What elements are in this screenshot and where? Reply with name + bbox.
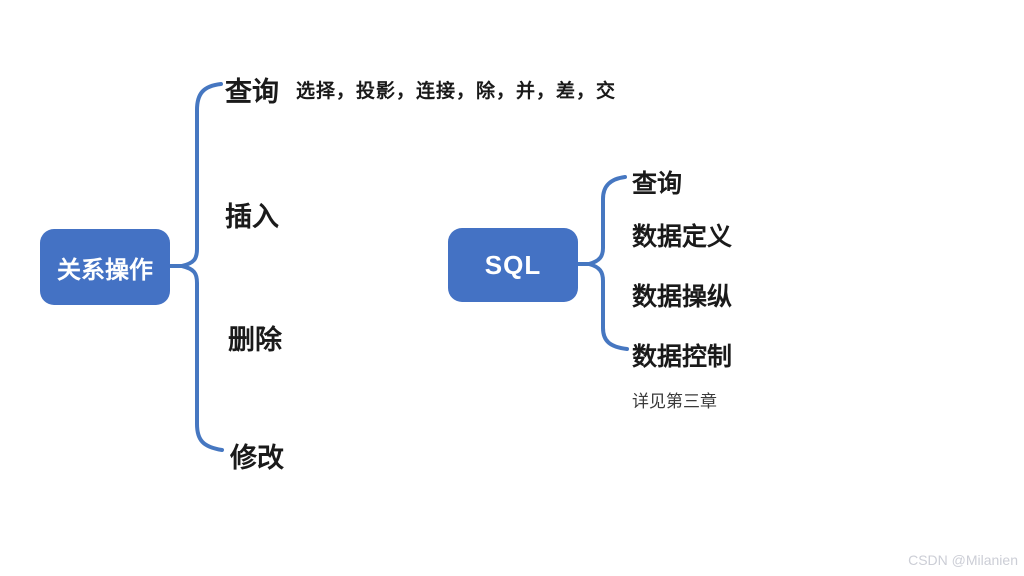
node-sql-label: SQL	[484, 249, 542, 280]
leaf-data-manipulation: 数据操纵	[632, 283, 733, 311]
leaf-delete: 删除	[228, 325, 282, 355]
csdn-watermark: CSDN @Milanien	[908, 552, 1018, 568]
leaf-sql-query: 查询	[632, 170, 683, 198]
node-relational-operations-label: 关系操作	[57, 256, 153, 284]
leaf-insert: 插入	[225, 202, 279, 232]
right-brace	[587, 175, 629, 351]
chapter-note: 详见第三章	[632, 392, 717, 411]
node-relational-operations: 关系操作	[40, 229, 170, 305]
leaf-query-left: 查询	[225, 77, 279, 107]
left-brace	[180, 82, 224, 452]
leaf-update: 修改	[230, 443, 284, 473]
node-sql: SQL	[448, 228, 578, 302]
leaf-data-definition: 数据定义	[632, 223, 733, 251]
leaf-query-annotation: 选择，投影，连接，除，并，差，交	[296, 81, 617, 102]
leaf-data-control: 数据控制	[632, 343, 733, 371]
